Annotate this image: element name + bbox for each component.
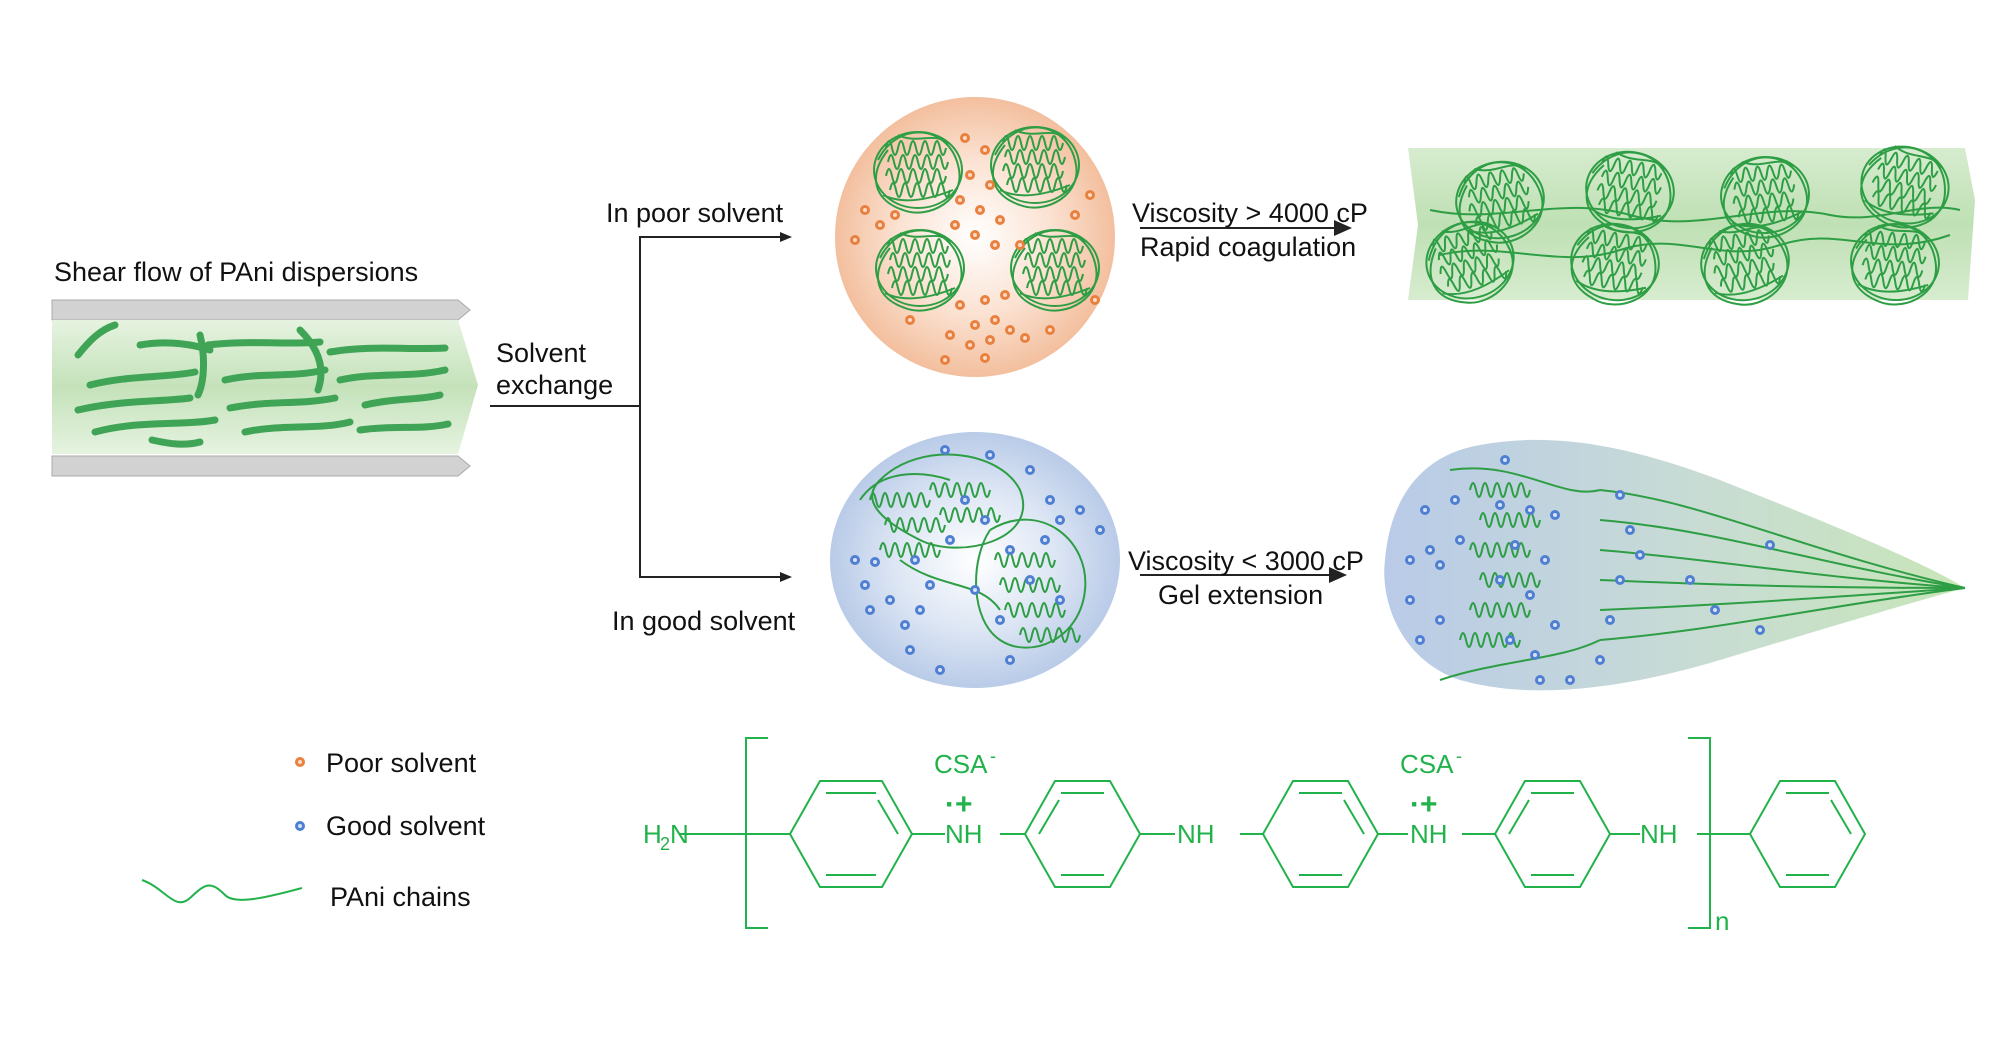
benzene-ring-5 <box>1748 780 1867 888</box>
amine-end-n: N <box>670 819 689 849</box>
solvent-exchange: Solvent exchange In poor solvent In good… <box>490 198 796 636</box>
benzene-ring-3 <box>1261 780 1380 888</box>
amine-end-subscript: 2 <box>660 834 670 854</box>
extended-gel <box>1384 439 1966 691</box>
legend-good-solvent-marker <box>295 821 305 831</box>
nh-4: NH <box>1640 819 1678 849</box>
legend: Poor solvent Good solvent PAni chains <box>141 748 486 912</box>
coagulated-fiber <box>1408 137 1975 313</box>
benzene-ring-2 <box>1023 780 1142 888</box>
legend-poor-solvent-label: Poor solvent <box>326 748 477 778</box>
legend-chain-marker <box>141 879 303 904</box>
gel-body <box>1384 439 1965 691</box>
csa-charge-1: - <box>990 746 996 766</box>
repeat-subscript-n: n <box>1715 906 1729 936</box>
nh-2: NH <box>1177 819 1215 849</box>
flow-arrow-top <box>51 299 471 321</box>
benzene-ring-4 <box>1493 780 1612 888</box>
legend-chains-label: PAni chains <box>330 882 471 912</box>
poor-solvent-branch-label: In poor solvent <box>606 198 784 228</box>
branch-arrowhead-good <box>780 572 792 582</box>
shear-flow-panel: Shear flow of PAni dispersions <box>51 257 478 477</box>
radical-cation-2: ·+ <box>1410 788 1438 821</box>
formula-labels: H 2 N CSA - ·+ NH NH CSA - ·+ NH NH n <box>643 746 1729 936</box>
solvent-exchange-label-line2: exchange <box>496 370 613 400</box>
poor-solvent-aggregate <box>835 97 1115 377</box>
flow-arrow-bottom <box>51 455 471 477</box>
good-process-step: Viscosity < 3000 cP Gel extension <box>1128 546 1364 610</box>
csa-label-2: CSA <box>1400 749 1454 779</box>
nh-3: NH <box>1410 819 1448 849</box>
poor-viscosity-label: Viscosity > 4000 cP <box>1132 198 1368 228</box>
nh-1: NH <box>945 819 983 849</box>
fiber-body <box>1408 148 1975 300</box>
good-viscosity-label: Viscosity < 3000 cP <box>1128 546 1364 576</box>
good-result-label: Gel extension <box>1158 580 1323 610</box>
csa-label-1: CSA <box>934 749 988 779</box>
legend-good-solvent-label: Good solvent <box>326 811 486 841</box>
good-solvent-aggregate <box>830 432 1120 688</box>
legend-poor-solvent-marker <box>295 757 305 767</box>
poor-process-step: Viscosity > 4000 cP Rapid coagulation <box>1132 198 1368 262</box>
aligned-chains <box>1439 467 1966 681</box>
amine-end-h: H <box>643 819 662 849</box>
short-pani-chains <box>74 321 452 448</box>
branch-lines <box>490 236 790 578</box>
good-solvent-branch-label: In good solvent <box>612 606 796 636</box>
solvent-exchange-label-line1: Solvent <box>496 338 587 368</box>
pani-repeat-unit <box>680 737 1867 929</box>
radical-cation-1: ·+ <box>945 788 973 821</box>
benzene-ring-1 <box>788 780 914 888</box>
branch-arrowhead-poor <box>780 232 792 242</box>
poor-result-label: Rapid coagulation <box>1140 232 1356 262</box>
shear-flow-label: Shear flow of PAni dispersions <box>54 257 418 287</box>
csa-charge-2: - <box>1456 746 1462 766</box>
